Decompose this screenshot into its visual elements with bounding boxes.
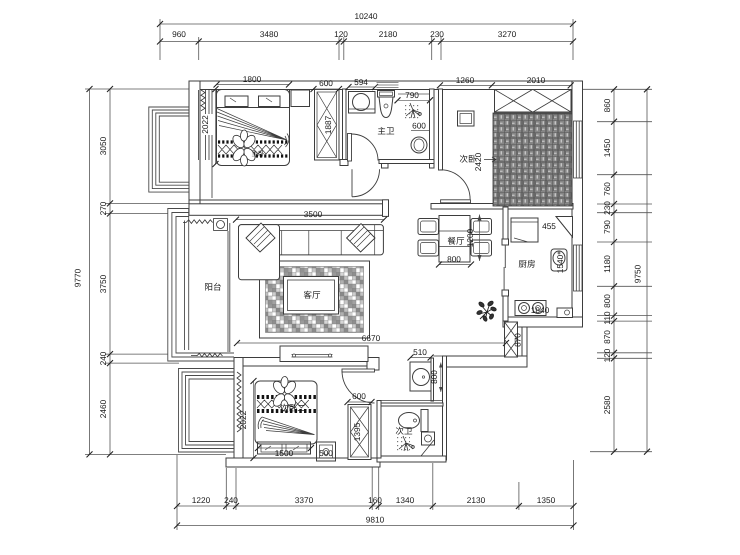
svg-text:2022: 2022 <box>238 410 248 429</box>
svg-text:3480: 3480 <box>260 29 279 39</box>
svg-text:1395: 1395 <box>352 422 362 441</box>
svg-text:阳台: 阳台 <box>204 282 221 292</box>
svg-text:1450: 1450 <box>602 138 612 157</box>
svg-text:870: 870 <box>513 333 523 347</box>
svg-text:3370: 3370 <box>295 495 314 505</box>
svg-text:2580: 2580 <box>602 395 612 414</box>
svg-text:800: 800 <box>447 254 461 264</box>
svg-text:10240: 10240 <box>354 11 377 21</box>
svg-text:870: 870 <box>602 330 612 344</box>
svg-text:790: 790 <box>405 90 419 100</box>
svg-text:2022: 2022 <box>200 115 210 134</box>
svg-text:3270: 3270 <box>498 29 517 39</box>
svg-text:230: 230 <box>430 29 444 39</box>
svg-text:客厅: 客厅 <box>303 290 321 300</box>
svg-text:600: 600 <box>412 121 426 131</box>
svg-text:760: 760 <box>602 182 612 196</box>
svg-text:主卫: 主卫 <box>377 126 395 136</box>
svg-text:1887: 1887 <box>323 115 333 134</box>
svg-text:800: 800 <box>602 294 612 308</box>
svg-text:2130: 2130 <box>467 495 486 505</box>
svg-text:455: 455 <box>542 221 556 231</box>
svg-text:120: 120 <box>602 348 612 362</box>
svg-text:800: 800 <box>429 370 439 384</box>
svg-text:9810: 9810 <box>366 515 385 525</box>
svg-text:240: 240 <box>224 495 238 505</box>
svg-text:600: 600 <box>319 78 333 88</box>
svg-text:厨房: 厨房 <box>518 259 535 269</box>
svg-text:9770: 9770 <box>73 268 83 287</box>
svg-text:1340: 1340 <box>396 495 415 505</box>
svg-text:510: 510 <box>413 347 427 357</box>
svg-text:6670: 6670 <box>362 333 381 343</box>
svg-text:次卧二: 次卧二 <box>280 403 306 413</box>
svg-text:1200: 1200 <box>465 228 475 247</box>
svg-text:1350: 1350 <box>537 495 556 505</box>
svg-text:2010: 2010 <box>527 75 546 85</box>
svg-text:次卧: 次卧 <box>459 154 477 164</box>
svg-text:860: 860 <box>602 98 612 112</box>
svg-text:1800: 1800 <box>243 74 262 84</box>
svg-text:1540: 1540 <box>555 254 565 273</box>
svg-text:2180: 2180 <box>379 29 398 39</box>
svg-text:3500: 3500 <box>304 209 323 219</box>
svg-text:1260: 1260 <box>456 75 475 85</box>
svg-text:160: 160 <box>368 495 382 505</box>
svg-text:500: 500 <box>319 448 333 458</box>
svg-text:960: 960 <box>172 29 186 39</box>
svg-text:主卧: 主卧 <box>252 150 266 158</box>
svg-text:120: 120 <box>334 29 348 39</box>
svg-text:2420: 2420 <box>473 152 483 171</box>
svg-text:240: 240 <box>98 351 108 365</box>
svg-text:110: 110 <box>602 311 612 325</box>
svg-text:600: 600 <box>352 391 366 401</box>
svg-text:594: 594 <box>354 77 368 87</box>
svg-text:1840: 1840 <box>531 305 550 315</box>
svg-text:1500: 1500 <box>275 448 294 458</box>
svg-text:270: 270 <box>98 201 108 215</box>
svg-text:次卫: 次卫 <box>395 426 413 436</box>
svg-text:3050: 3050 <box>98 136 108 155</box>
svg-text:9750: 9750 <box>633 264 643 283</box>
svg-text:1180: 1180 <box>602 255 612 273</box>
svg-text:1220: 1220 <box>192 495 211 505</box>
svg-text:餐厅: 餐厅 <box>447 236 465 246</box>
svg-text:790: 790 <box>602 220 612 234</box>
svg-text:2460: 2460 <box>98 399 108 418</box>
svg-text:3750: 3750 <box>98 274 108 293</box>
svg-text:230: 230 <box>602 201 612 215</box>
